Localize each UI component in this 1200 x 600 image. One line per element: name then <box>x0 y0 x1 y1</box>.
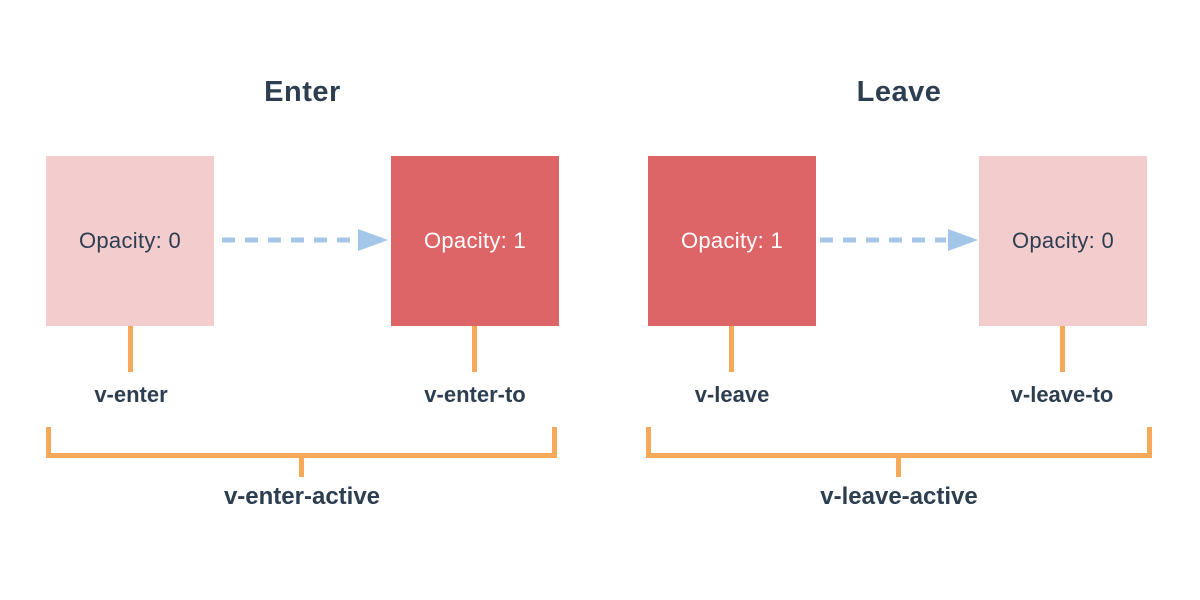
enter-to-box-label: Opacity: 1 <box>423 228 527 253</box>
enter-to-box: Opacity: 1 <box>391 156 559 326</box>
enter-from-box-label: Opacity: 0 <box>78 228 182 253</box>
leave-to-connector-line <box>1060 326 1065 372</box>
leave-active-bracket <box>646 427 1152 458</box>
enter-from-box: Opacity: 0 <box>46 156 214 326</box>
leave-from-box: Opacity: 1 <box>648 156 816 326</box>
leave-to-class-label: v-leave-to <box>1010 382 1114 407</box>
enter-section-title: Enter <box>264 76 341 108</box>
leave-active-class-label: v-leave-active <box>820 483 978 510</box>
leave-from-class-label: v-leave <box>694 382 770 407</box>
enter-to-connector-line <box>472 326 477 372</box>
enter-from-class-label: v-enter <box>94 382 168 407</box>
leave-from-box-label: Opacity: 1 <box>680 228 784 253</box>
enter-active-bracket-tick <box>299 456 304 477</box>
enter-transition-arrow-icon <box>222 229 388 251</box>
enter-active-class-label: v-enter-active <box>223 483 381 510</box>
enter-active-bracket <box>46 427 557 458</box>
leave-section-title: Leave <box>856 76 942 108</box>
enter-from-connector-line <box>128 326 133 372</box>
leave-active-bracket-tick <box>896 456 901 477</box>
leave-to-box-label: Opacity: 0 <box>1011 228 1115 253</box>
enter-to-class-label: v-enter-to <box>424 382 526 407</box>
leave-to-box: Opacity: 0 <box>979 156 1147 326</box>
leave-from-connector-line <box>729 326 734 372</box>
leave-transition-arrow-icon <box>820 229 978 251</box>
